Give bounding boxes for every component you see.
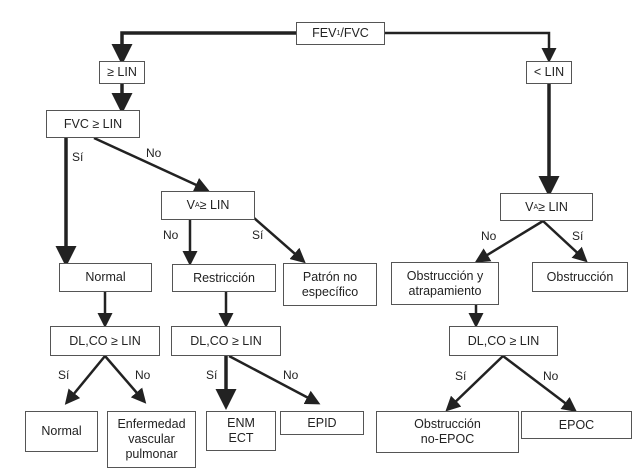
label-dlco2-no: No	[283, 368, 299, 382]
node-patron-no-especifico: Patrón no específico	[283, 263, 377, 306]
node-enfermedad-vascular: Enfermedad vascular pulmonar	[107, 411, 196, 468]
node-dlco-2: DL,CO ≥ LIN	[171, 326, 281, 356]
edge-dlco2-epid	[228, 354, 321, 405]
edge-va-obst	[542, 220, 588, 263]
node-epoc: EPOC	[521, 411, 632, 439]
node-obstruccion-no-epoc: Obstrucción no-EPOC	[376, 411, 519, 453]
label-va-left-no: No	[163, 228, 179, 242]
label-va-right-no: No	[481, 229, 497, 243]
edge-dlco1-normal	[64, 355, 106, 405]
label-dlco2-si: Sí	[206, 368, 218, 382]
node-lt-lin: < LIN	[526, 61, 572, 84]
node-fvc-ge-lin: FVC ≥ LIN	[46, 110, 140, 138]
edge-root-ge	[111, 31, 296, 65]
node-restriccion: Restricción	[172, 264, 276, 292]
label-fvc-si: Sí	[72, 150, 84, 164]
edge-dlco3-noepoc	[445, 355, 504, 412]
label-fvc-no: No	[146, 146, 162, 160]
label-dlco3-no: No	[543, 369, 559, 383]
node-enm-ect: ENM ECT	[206, 411, 276, 451]
node-ge-lin: ≥ LIN	[99, 61, 145, 84]
label-va-right-si: Sí	[572, 229, 584, 243]
edge-fvc-va	[93, 136, 210, 192]
node-epid: EPID	[280, 411, 364, 435]
edge-va-obstatrap	[474, 219, 544, 263]
edge-va-patron	[253, 217, 306, 264]
edge-dlco3-epoc	[502, 355, 577, 413]
label-dlco3-si: Sí	[455, 369, 467, 383]
label-dlco1-si: Sí	[58, 368, 70, 382]
label-va-left-si: Sí	[252, 228, 264, 242]
node-normal-mid: Normal	[59, 263, 152, 292]
node-obstruccion: Obstrucción	[532, 262, 628, 292]
edge-root-lt	[385, 31, 557, 63]
edge-dlco1-enf	[104, 355, 147, 404]
node-obstruccion-atrapamiento: Obstrucción y atrapamiento	[391, 262, 499, 305]
label-dlco1-no: No	[135, 368, 151, 382]
node-dlco-3: DL,CO ≥ LIN	[449, 326, 558, 356]
node-dlco-1: DL,CO ≥ LIN	[50, 326, 160, 356]
node-normal-bottom: Normal	[25, 411, 98, 452]
